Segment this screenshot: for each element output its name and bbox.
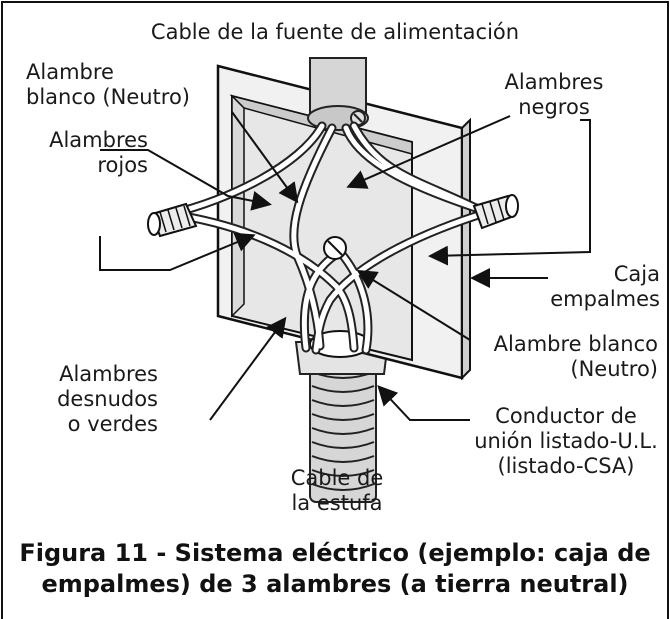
wire-nut-right: [472, 194, 519, 230]
wires: [165, 121, 493, 355]
label-range-cable: Cable de la estufa: [290, 466, 384, 515]
label-black-wires: Alambres negros: [504, 70, 604, 119]
label-white-wire-top: Alambre blanco (Neutro): [26, 60, 190, 109]
label-red-wires: Alambres rojos: [49, 128, 148, 177]
label-bare-wires: Alambres desnudos o verdes: [57, 362, 158, 436]
label-supply-cable: Cable de la fuente de alimentación: [150, 20, 520, 44]
label-white-wire-bottom: Alambre blanco (Neutro): [493, 332, 658, 381]
leader-lines: [99, 111, 591, 421]
supply-conduit: [307, 57, 369, 131]
ground-screw: [323, 236, 347, 260]
junction-box-side: [461, 117, 471, 381]
wire-nut-left: [147, 202, 198, 238]
label-bonding-conductor: Conductor de unión listado-U.L. (listado…: [474, 404, 658, 478]
figure-caption: Figura 11 - Sistema eléctrico (ejemplo: …: [19, 539, 651, 598]
flex-conduit: [309, 359, 377, 503]
label-junction-box: Caja empalmes: [550, 262, 660, 311]
